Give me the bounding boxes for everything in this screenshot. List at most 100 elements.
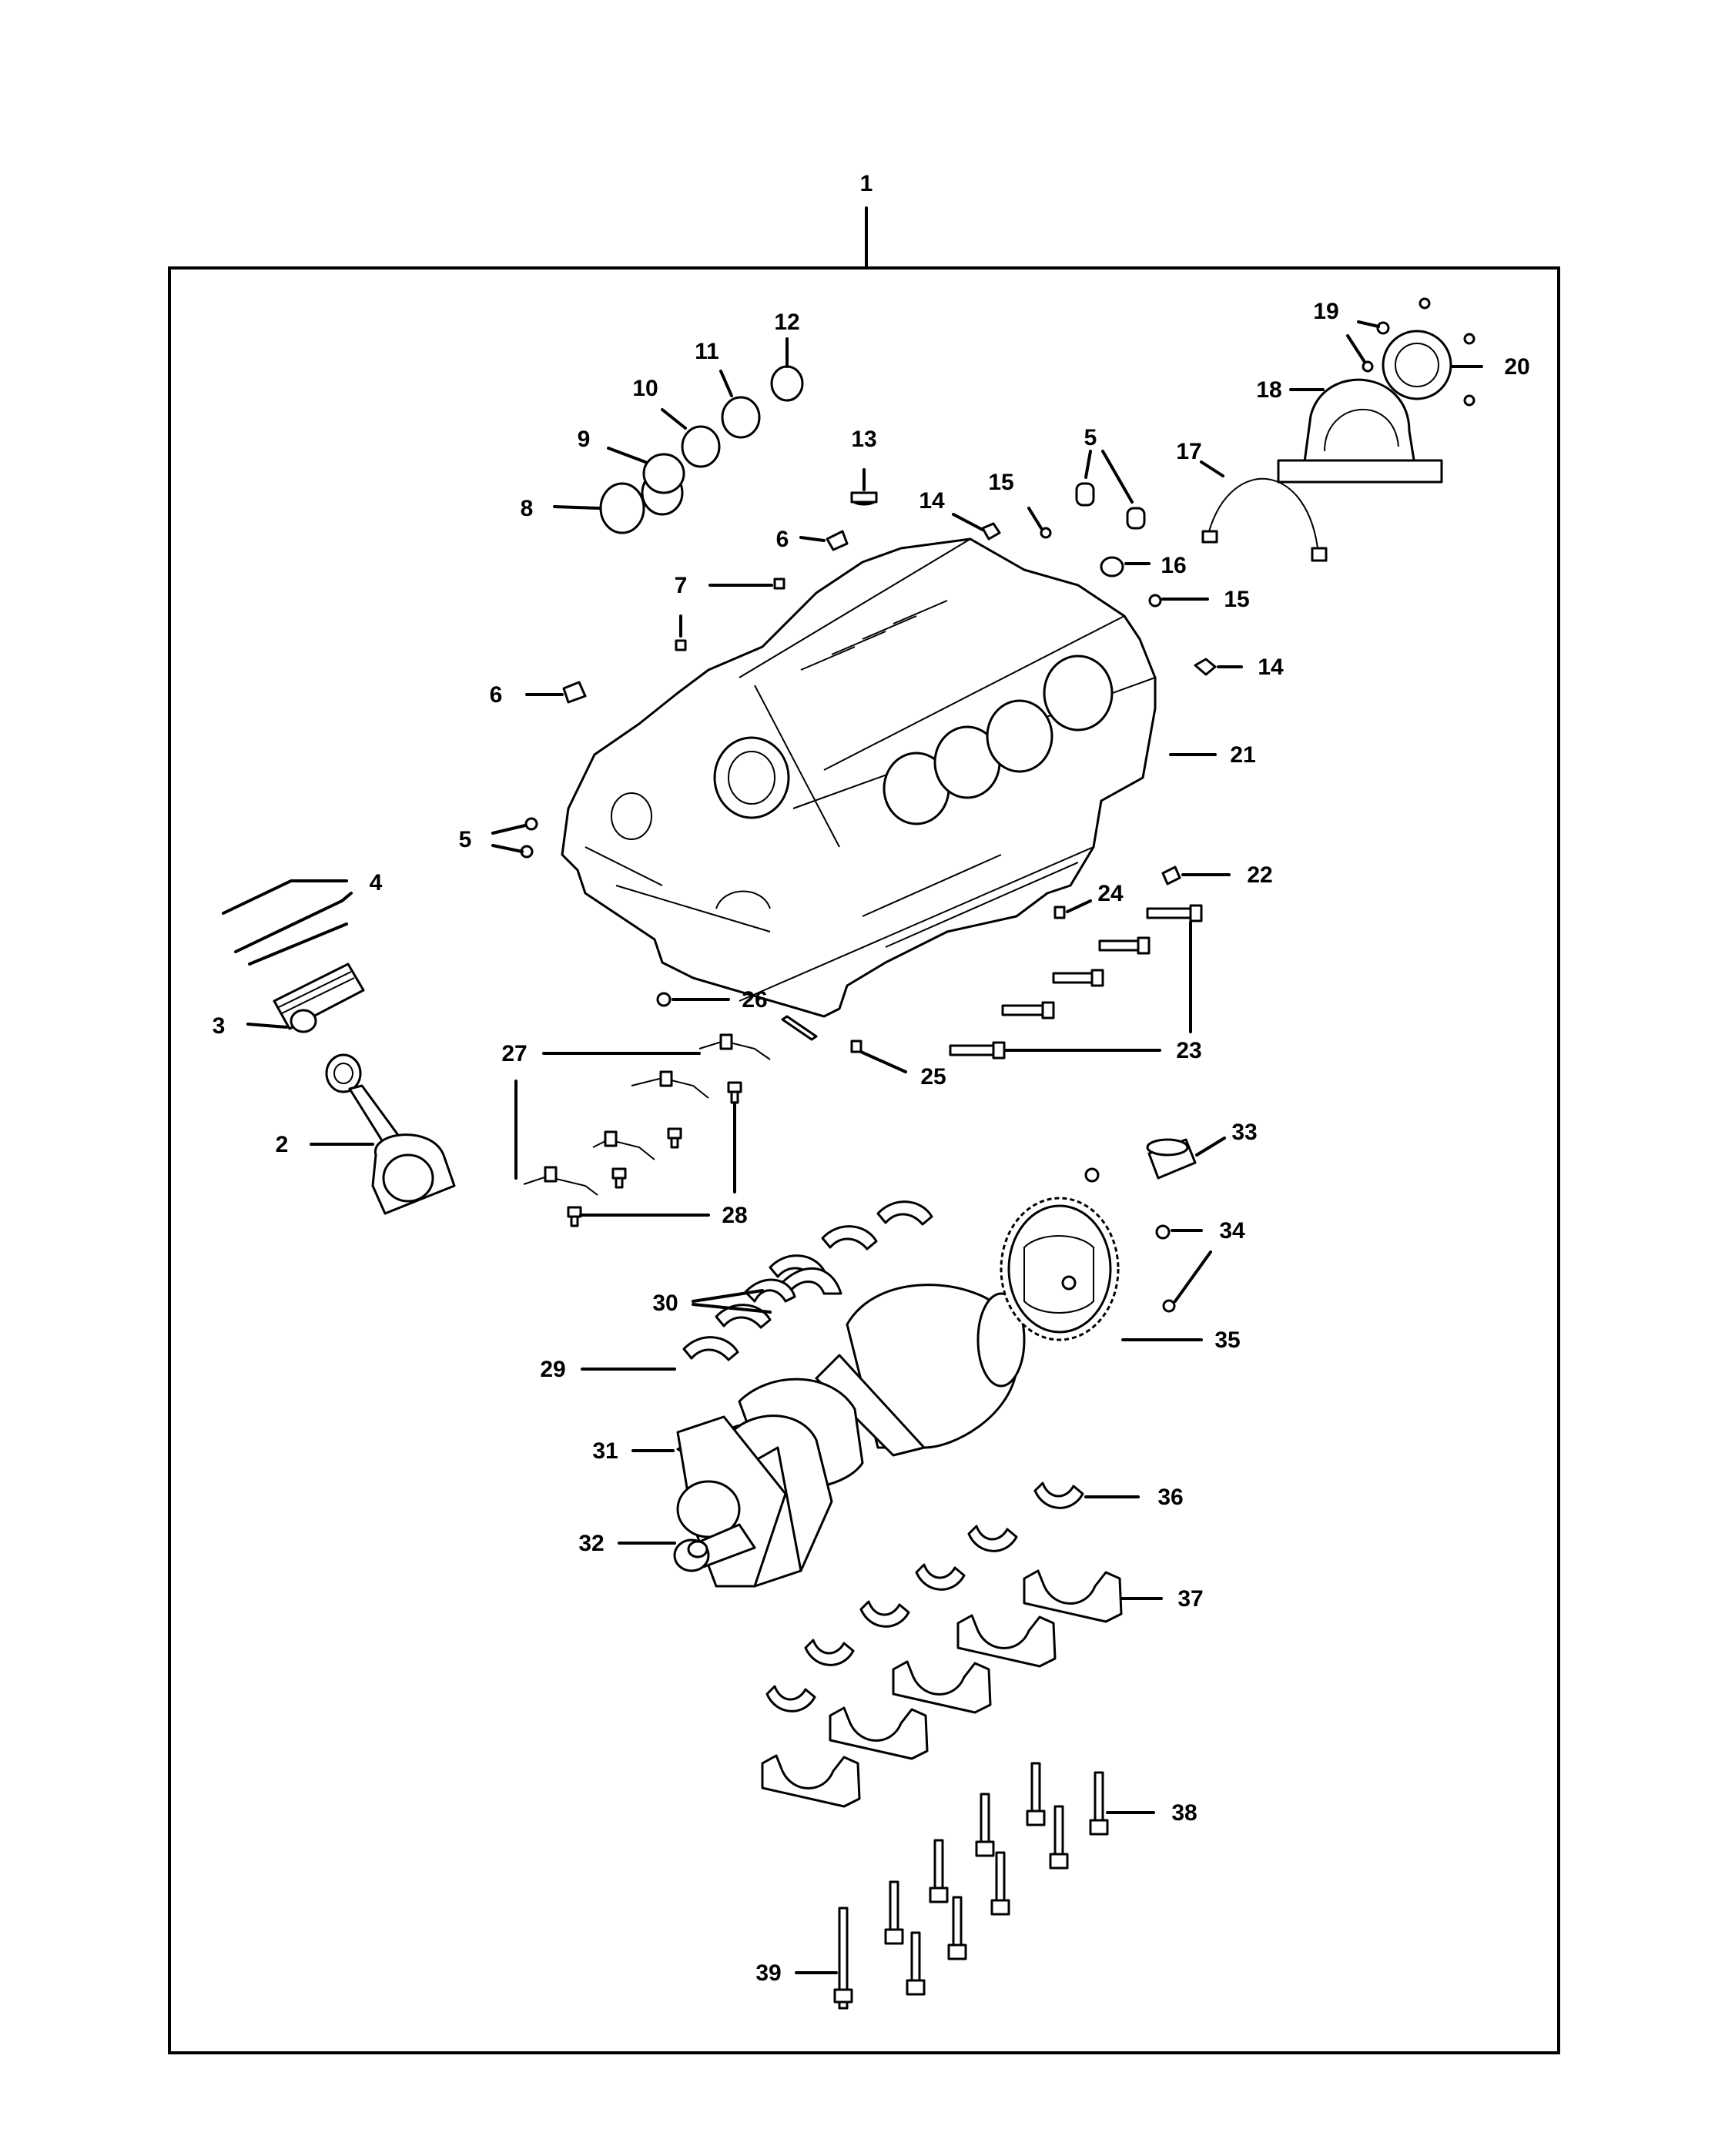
- rear-main-seal: [1382, 330, 1452, 400]
- thrust-bearing-30: [776, 1267, 842, 1297]
- oil-jet-bolts-28: [567, 1081, 742, 1227]
- main-cap-37-a: [1023, 1569, 1123, 1623]
- bolt-19-b: [1362, 360, 1374, 373]
- plug-15-right: [1148, 594, 1162, 608]
- pin-25: [850, 1040, 862, 1053]
- lower-main-bearings: [765, 1481, 1084, 1712]
- plug-6-top: [826, 530, 849, 551]
- pilot-bushing: [1146, 1138, 1197, 1180]
- pin-7-b: [675, 639, 687, 651]
- callout-32[interactable]: 32: [578, 1531, 604, 1556]
- callout-31[interactable]: 31: [592, 1438, 618, 1464]
- callout-11[interactable]: 11: [695, 339, 719, 364]
- callout-39[interactable]: 39: [755, 1960, 781, 1986]
- main-cap-bolts: [884, 1762, 1109, 1996]
- callout-21[interactable]: 21: [1230, 742, 1255, 768]
- main-bearing-caps: [761, 1569, 1123, 1808]
- main-cap-37-b: [956, 1614, 1057, 1668]
- plug-15-top: [1040, 527, 1052, 539]
- piston-oil-jets: [523, 1033, 771, 1196]
- callout-1[interactable]: 1: [860, 171, 873, 196]
- bolt-19-a: [1376, 321, 1390, 335]
- callout-36[interactable]: 36: [1157, 1485, 1183, 1510]
- callout-9[interactable]: 9: [578, 427, 591, 452]
- callout-5-left[interactable]: 5: [459, 827, 472, 852]
- callout-4[interactable]: 4: [370, 870, 383, 896]
- oil-tube: [1201, 477, 1328, 562]
- callout-6-left[interactable]: 6: [490, 682, 503, 708]
- bolt-34-b: [1162, 1299, 1176, 1313]
- block-bolts-23: [949, 904, 1203, 1060]
- bolt-23-c: [1052, 972, 1094, 984]
- cam-bearing-12: [770, 365, 804, 402]
- main-cap-37-e: [761, 1754, 861, 1808]
- callout-10[interactable]: 10: [632, 376, 658, 401]
- engine-block: [561, 537, 1157, 1018]
- callout-14-top[interactable]: 14: [919, 488, 945, 514]
- cam-bearing-10: [681, 425, 721, 468]
- front-crank-bore: [713, 736, 790, 819]
- bolt-23-e: [949, 1044, 995, 1056]
- plug-14-right: [1194, 658, 1217, 676]
- connecting-rod: [325, 1053, 456, 1215]
- callout-18[interactable]: 18: [1256, 377, 1281, 403]
- callout-15-top[interactable]: 15: [988, 470, 1013, 495]
- dowel-5-left-a: [524, 817, 538, 831]
- callout-5-top[interactable]: 5: [1084, 425, 1097, 450]
- callout-26[interactable]: 26: [742, 987, 767, 1013]
- callout-23[interactable]: 23: [1176, 1038, 1201, 1063]
- main-cap-37-c: [892, 1660, 992, 1714]
- callout-35[interactable]: 35: [1214, 1327, 1240, 1353]
- pin-7-a: [773, 578, 785, 590]
- callout-14-right[interactable]: 14: [1258, 654, 1284, 680]
- callout-28[interactable]: 28: [722, 1203, 747, 1228]
- cylinder-bore-4: [1043, 654, 1114, 732]
- callout-6-top[interactable]: 6: [776, 527, 789, 552]
- callout-29[interactable]: 29: [540, 1357, 565, 1382]
- bolt-23-a: [1146, 907, 1192, 919]
- callout-25[interactable]: 25: [920, 1064, 946, 1090]
- callout-3[interactable]: 3: [213, 1013, 226, 1039]
- callout-22[interactable]: 22: [1247, 862, 1272, 888]
- oil-jet-27-a: [719, 1033, 733, 1050]
- rear-seal-retainer: [1277, 378, 1443, 484]
- callout-17[interactable]: 17: [1176, 439, 1201, 464]
- callout-7[interactable]: 7: [675, 573, 688, 598]
- core-plug: [850, 491, 878, 506]
- callout-13[interactable]: 13: [851, 427, 876, 452]
- callout-8[interactable]: 8: [521, 496, 534, 521]
- callout-20[interactable]: 20: [1504, 354, 1529, 380]
- callout-27[interactable]: 27: [501, 1041, 527, 1066]
- callout-16[interactable]: 16: [1161, 553, 1186, 578]
- plug-6-left: [562, 681, 587, 704]
- cam-bearings: [599, 365, 804, 534]
- callout-24[interactable]: 24: [1097, 881, 1124, 906]
- crankshaft: [673, 1284, 1026, 1588]
- assembly-frame: [168, 266, 1560, 2054]
- callout-34[interactable]: 34: [1219, 1218, 1245, 1244]
- callout-2[interactable]: 2: [276, 1132, 289, 1157]
- plug-26-b: [781, 1015, 818, 1041]
- plug-22: [1161, 865, 1181, 886]
- cam-bearing-9: [642, 453, 685, 494]
- bolt-34-a: [1155, 1224, 1171, 1240]
- callout-38[interactable]: 38: [1171, 1800, 1197, 1826]
- bolt-23-b: [1098, 939, 1140, 952]
- piston-rings: [222, 879, 348, 966]
- bolt-38: [1094, 1771, 1104, 1828]
- callout-30[interactable]: 30: [652, 1291, 678, 1316]
- pin-24: [1053, 906, 1066, 919]
- tone-wheel: [1000, 1197, 1120, 1341]
- plug-14-top: [981, 522, 1001, 541]
- oil-jet-27-b: [659, 1070, 673, 1087]
- callout-19[interactable]: 19: [1313, 299, 1338, 324]
- callout-33[interactable]: 33: [1231, 1120, 1257, 1145]
- cam-bearing-11: [721, 396, 761, 439]
- main-cap-37-d: [829, 1706, 929, 1760]
- callout-12[interactable]: 12: [774, 310, 799, 335]
- oil-jet-27-c: [604, 1130, 618, 1147]
- callout-15-right[interactable]: 15: [1224, 587, 1249, 612]
- callout-37[interactable]: 37: [1177, 1586, 1203, 1612]
- bolt-23-d: [1001, 1004, 1044, 1016]
